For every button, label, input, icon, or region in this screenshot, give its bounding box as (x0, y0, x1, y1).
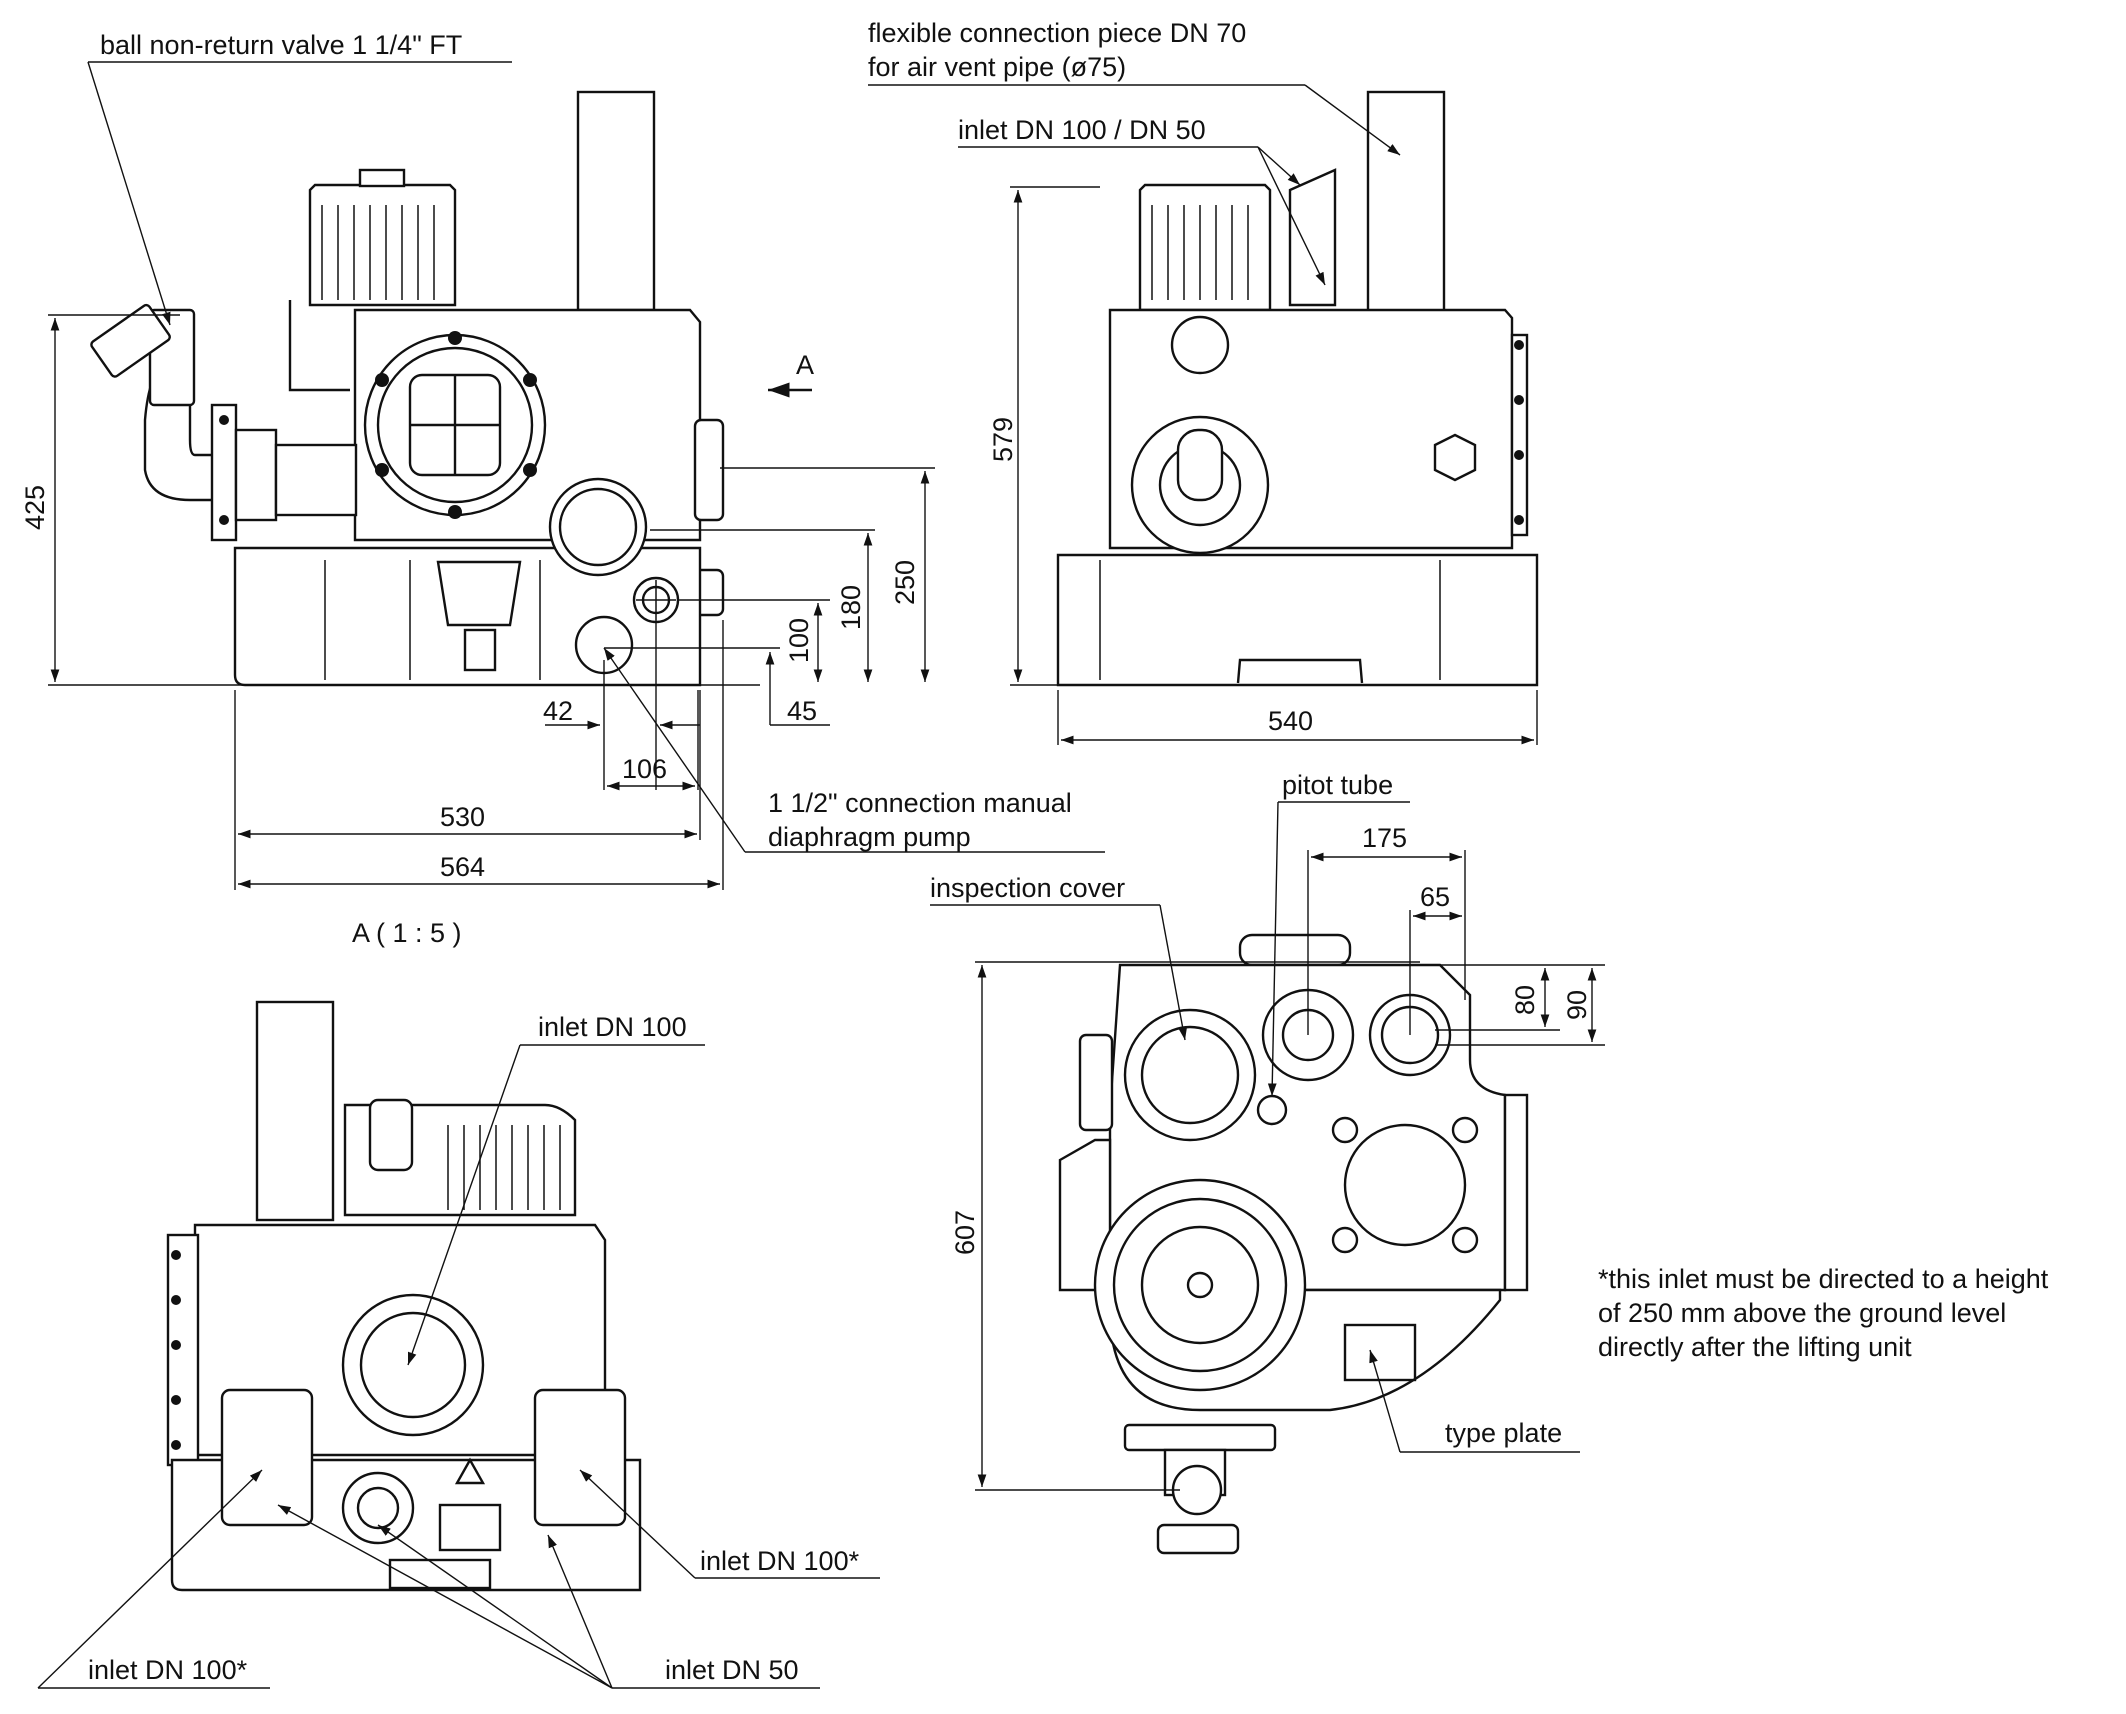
dim-579: 579 (988, 416, 1018, 462)
side-view (1056, 90, 1539, 687)
dim-425: 425 (20, 484, 50, 530)
view-a (166, 1000, 642, 1592)
flex-connection-callout-line2: for air vent pipe (ø75) (868, 52, 1127, 82)
type-plate-callout: type plate (1445, 1418, 1563, 1448)
dim-90: 90 (1562, 989, 1592, 1020)
diaphragm-callout-line1: 1 1/2" connection manual (768, 788, 1072, 818)
diaphragm-callout-line2: diaphragm pump (768, 822, 971, 852)
dim-175: 175 (1362, 823, 1408, 853)
inlet-dn100-star-left-callout: inlet DN 100* (88, 1655, 248, 1685)
dim-180: 180 (836, 584, 866, 630)
view-a-leaders (37, 1044, 880, 1689)
dim-100: 100 (784, 617, 814, 663)
inlet-dn50-callout: inlet DN 50 (665, 1655, 799, 1685)
dim-530: 530 (440, 802, 486, 832)
flex-connection-callout-line1: flexible connection piece DN 70 (868, 18, 1247, 48)
dim-607: 607 (950, 1209, 980, 1255)
top-view-dimensions (930, 801, 1605, 1491)
inlet-dn100-callout: inlet DN 100 (538, 1012, 687, 1042)
dim-65: 65 (1420, 882, 1451, 912)
side-dimensions (868, 84, 1538, 745)
dim-564: 564 (440, 852, 486, 882)
front-view (90, 90, 725, 687)
front-leaders (87, 61, 1105, 853)
ball-valve-callout: ball non-return valve 1 1/4" FT (100, 30, 463, 60)
pitot-tube-callout: pitot tube (1282, 770, 1394, 800)
inspection-cover-callout: inspection cover (930, 873, 1126, 903)
dim-42: 42 (543, 696, 574, 726)
dim-106: 106 (622, 754, 668, 784)
dim-250: 250 (890, 559, 920, 605)
top-view (1058, 933, 1529, 1555)
arrow-a-label: A (796, 350, 815, 380)
front-dimensions (48, 314, 935, 890)
dim-80: 80 (1510, 984, 1540, 1015)
inlet-top-callout: inlet DN 100 / DN 50 (958, 115, 1206, 145)
dim-45: 45 (787, 696, 818, 726)
inlet-dn100-star-right-callout: inlet DN 100* (700, 1546, 860, 1576)
view-a-label: A ( 1 : 5 ) (352, 918, 462, 948)
footnote: *this inlet must be directed to a height… (1598, 1264, 2049, 1362)
dim-540: 540 (1268, 706, 1314, 736)
